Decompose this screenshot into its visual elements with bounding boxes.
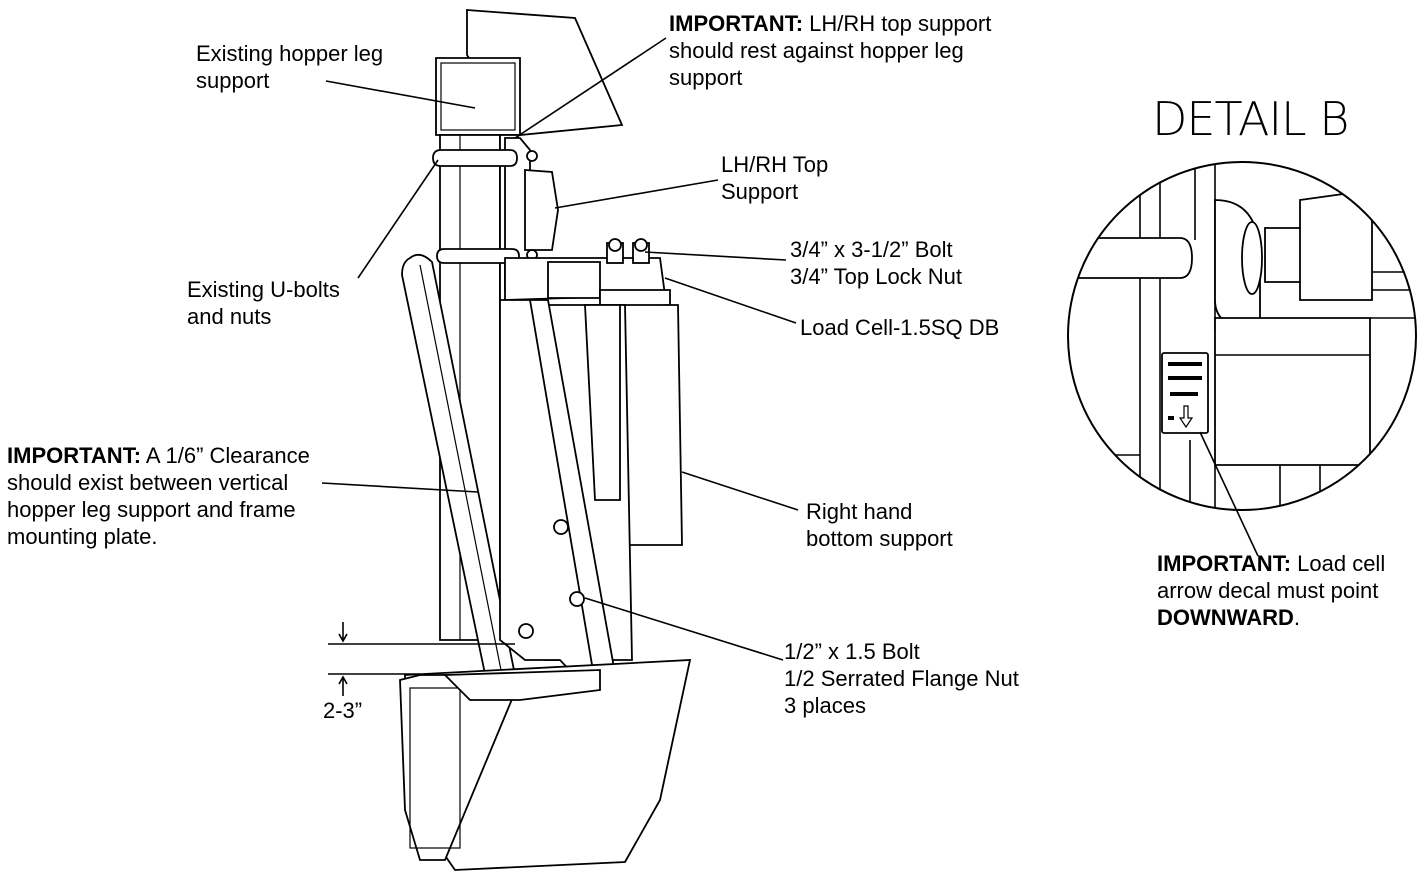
important-prefix: IMPORTANT: bbox=[1157, 551, 1292, 576]
label-right-hand-bottom-support: Right hand bottom support bbox=[806, 498, 953, 552]
label-top-support-important: IMPORTANT: LH/RH top support should rest… bbox=[669, 10, 991, 91]
detail-b-title: DETAIL B bbox=[1152, 92, 1349, 146]
label-line: mounting plate. bbox=[7, 524, 158, 549]
detail-b-view bbox=[1067, 161, 1417, 557]
label-clearance-important: IMPORTANT: A 1/6” Clearance should exist… bbox=[7, 442, 310, 550]
label-line: 3/4” Top Lock Nut bbox=[790, 264, 963, 289]
important-prefix: IMPORTANT: bbox=[669, 11, 804, 36]
label-text: . bbox=[1293, 605, 1300, 630]
label-line: bottom support bbox=[806, 526, 953, 551]
label-dimension: 2-3” bbox=[323, 697, 362, 724]
important-prefix: IMPORTANT: bbox=[7, 443, 142, 468]
existing-hopper-leg-support-shape bbox=[435, 9, 624, 136]
label-existing-hopper-leg-support: Existing hopper leg support bbox=[196, 40, 383, 94]
label-line: 3 places bbox=[784, 693, 866, 718]
label-top-bolt: 3/4” x 3-1/2” Bolt 3/4” Top Lock Nut bbox=[790, 236, 962, 290]
load-cell-shape bbox=[504, 238, 671, 309]
label-line: Existing U-bolts bbox=[187, 277, 340, 302]
label-text: A 1/6” Clearance bbox=[141, 443, 310, 468]
label-line: IMPORTANT: LH/RH top support bbox=[669, 10, 991, 37]
label-lh-rh-top-support: LH/RH Top Support bbox=[721, 151, 828, 205]
label-line: Existing hopper leg bbox=[196, 41, 384, 66]
downward-emphasis: DOWNWARD bbox=[1157, 605, 1294, 630]
label-line: hopper leg support and frame bbox=[7, 497, 296, 522]
label-line: 2-3” bbox=[323, 698, 363, 723]
u-bolt-shapes bbox=[432, 149, 538, 264]
label-line: 1/2” x 1.5 Bolt bbox=[784, 639, 920, 664]
label-line: DOWNWARD. bbox=[1157, 604, 1385, 631]
label-decal-important: IMPORTANT: Load cell arrow decal must po… bbox=[1157, 550, 1385, 631]
label-line: IMPORTANT: A 1/6” Clearance bbox=[7, 442, 310, 469]
label-line: Right hand bbox=[806, 499, 913, 524]
label-line: arrow decal must point bbox=[1157, 578, 1379, 603]
label-line: support bbox=[669, 65, 743, 90]
label-line: support bbox=[196, 68, 270, 93]
label-line: Load Cell-1.5SQ DB bbox=[800, 315, 1000, 340]
label-line: 1/2 Serrated Flange Nut bbox=[784, 666, 1019, 691]
label-line: LH/RH Top bbox=[721, 152, 829, 177]
label-line: 3/4” x 3-1/2” Bolt bbox=[790, 237, 953, 262]
leader-lines bbox=[321, 37, 799, 696]
bottom-frame-tube-shape bbox=[399, 659, 692, 871]
label-line: should exist between vertical bbox=[7, 470, 289, 495]
label-text: Load cell bbox=[1291, 551, 1386, 576]
label-load-cell: Load Cell-1.5SQ DB bbox=[800, 314, 999, 341]
label-line: should rest against hopper leg bbox=[669, 38, 964, 63]
label-line: IMPORTANT: Load cell bbox=[1157, 550, 1385, 577]
label-line: and nuts bbox=[187, 304, 272, 329]
frame-mounting-plate-shape bbox=[499, 299, 620, 703]
label-line: Support bbox=[721, 179, 799, 204]
label-bottom-bolt: 1/2” x 1.5 Bolt 1/2 Serrated Flange Nut … bbox=[784, 638, 1019, 719]
label-existing-u-bolts: Existing U-bolts and nuts bbox=[187, 276, 340, 330]
label-text: LH/RH top support bbox=[803, 11, 992, 36]
